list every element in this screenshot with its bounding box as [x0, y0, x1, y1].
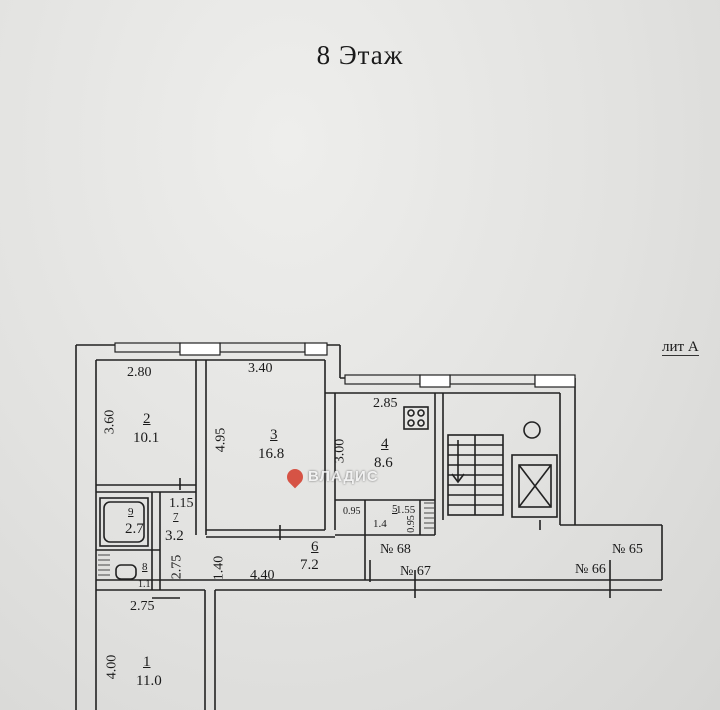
room-2-number: 2 [143, 411, 151, 427]
window-stairs [449, 374, 536, 385]
dim-1-15: 1.15 [169, 496, 194, 511]
room-9-number: 9 [128, 506, 134, 518]
apartment-66-label: № 66 [575, 562, 606, 577]
dim-3-00: 3.00 [332, 438, 348, 464]
dim-2-75-horizontal: 2.75 [130, 599, 155, 614]
dim-0-95-side: 0.95 [405, 515, 417, 533]
room-7-number: 7 [173, 511, 179, 523]
window-room2 [114, 342, 181, 353]
apartment-67-label: № 67 [400, 564, 431, 579]
dim-2-75-vertical: 2.75 [169, 554, 185, 580]
room-4-number: 4 [381, 436, 389, 452]
watermark: ВЛАДИС [283, 465, 379, 488]
apartment-68-label: № 68 [380, 542, 411, 557]
dim-3-40: 3.40 [248, 361, 273, 376]
location-pin-icon [283, 465, 307, 488]
dim-1-40: 1.40 [211, 555, 227, 581]
room-1-number: 1 [143, 654, 151, 670]
dim-0-95-top: 0.95 [343, 506, 361, 517]
room-8-area: 1.1 [138, 579, 151, 590]
watermark-text: ВЛАДИС [308, 468, 379, 485]
building-letter-label: лит А [662, 339, 699, 356]
dim-2-85: 2.85 [373, 396, 398, 411]
room-7-area: 3.2 [165, 528, 184, 544]
dim-2-80: 2.80 [127, 365, 152, 380]
room-3-area: 16.8 [258, 446, 285, 462]
dim-1-55: 1.55 [396, 504, 416, 516]
room-9-area: 2.7 [125, 521, 144, 537]
dim-3-60: 3.60 [102, 409, 118, 435]
room-3-number: 3 [270, 427, 278, 443]
room-8-number: 8 [142, 561, 148, 573]
apartment-65-label: № 65 [612, 542, 643, 557]
window-room3 [219, 342, 306, 353]
room-5-area: 1.4 [373, 518, 387, 530]
floor-title: 8 Этаж [316, 40, 404, 70]
room-5-number: 5 [392, 503, 398, 515]
room-6-number: 6 [311, 539, 319, 555]
dim-4-00: 4.00 [104, 654, 120, 680]
room-6-area: 7.2 [300, 557, 319, 573]
room-1-area: 11.0 [136, 673, 162, 689]
dim-4-95: 4.95 [213, 427, 229, 453]
dim-4-40: 4.40 [250, 568, 275, 583]
room-4-area: 8.6 [374, 455, 393, 471]
room-2-area: 10.1 [133, 430, 160, 446]
window-room4 [344, 374, 421, 385]
